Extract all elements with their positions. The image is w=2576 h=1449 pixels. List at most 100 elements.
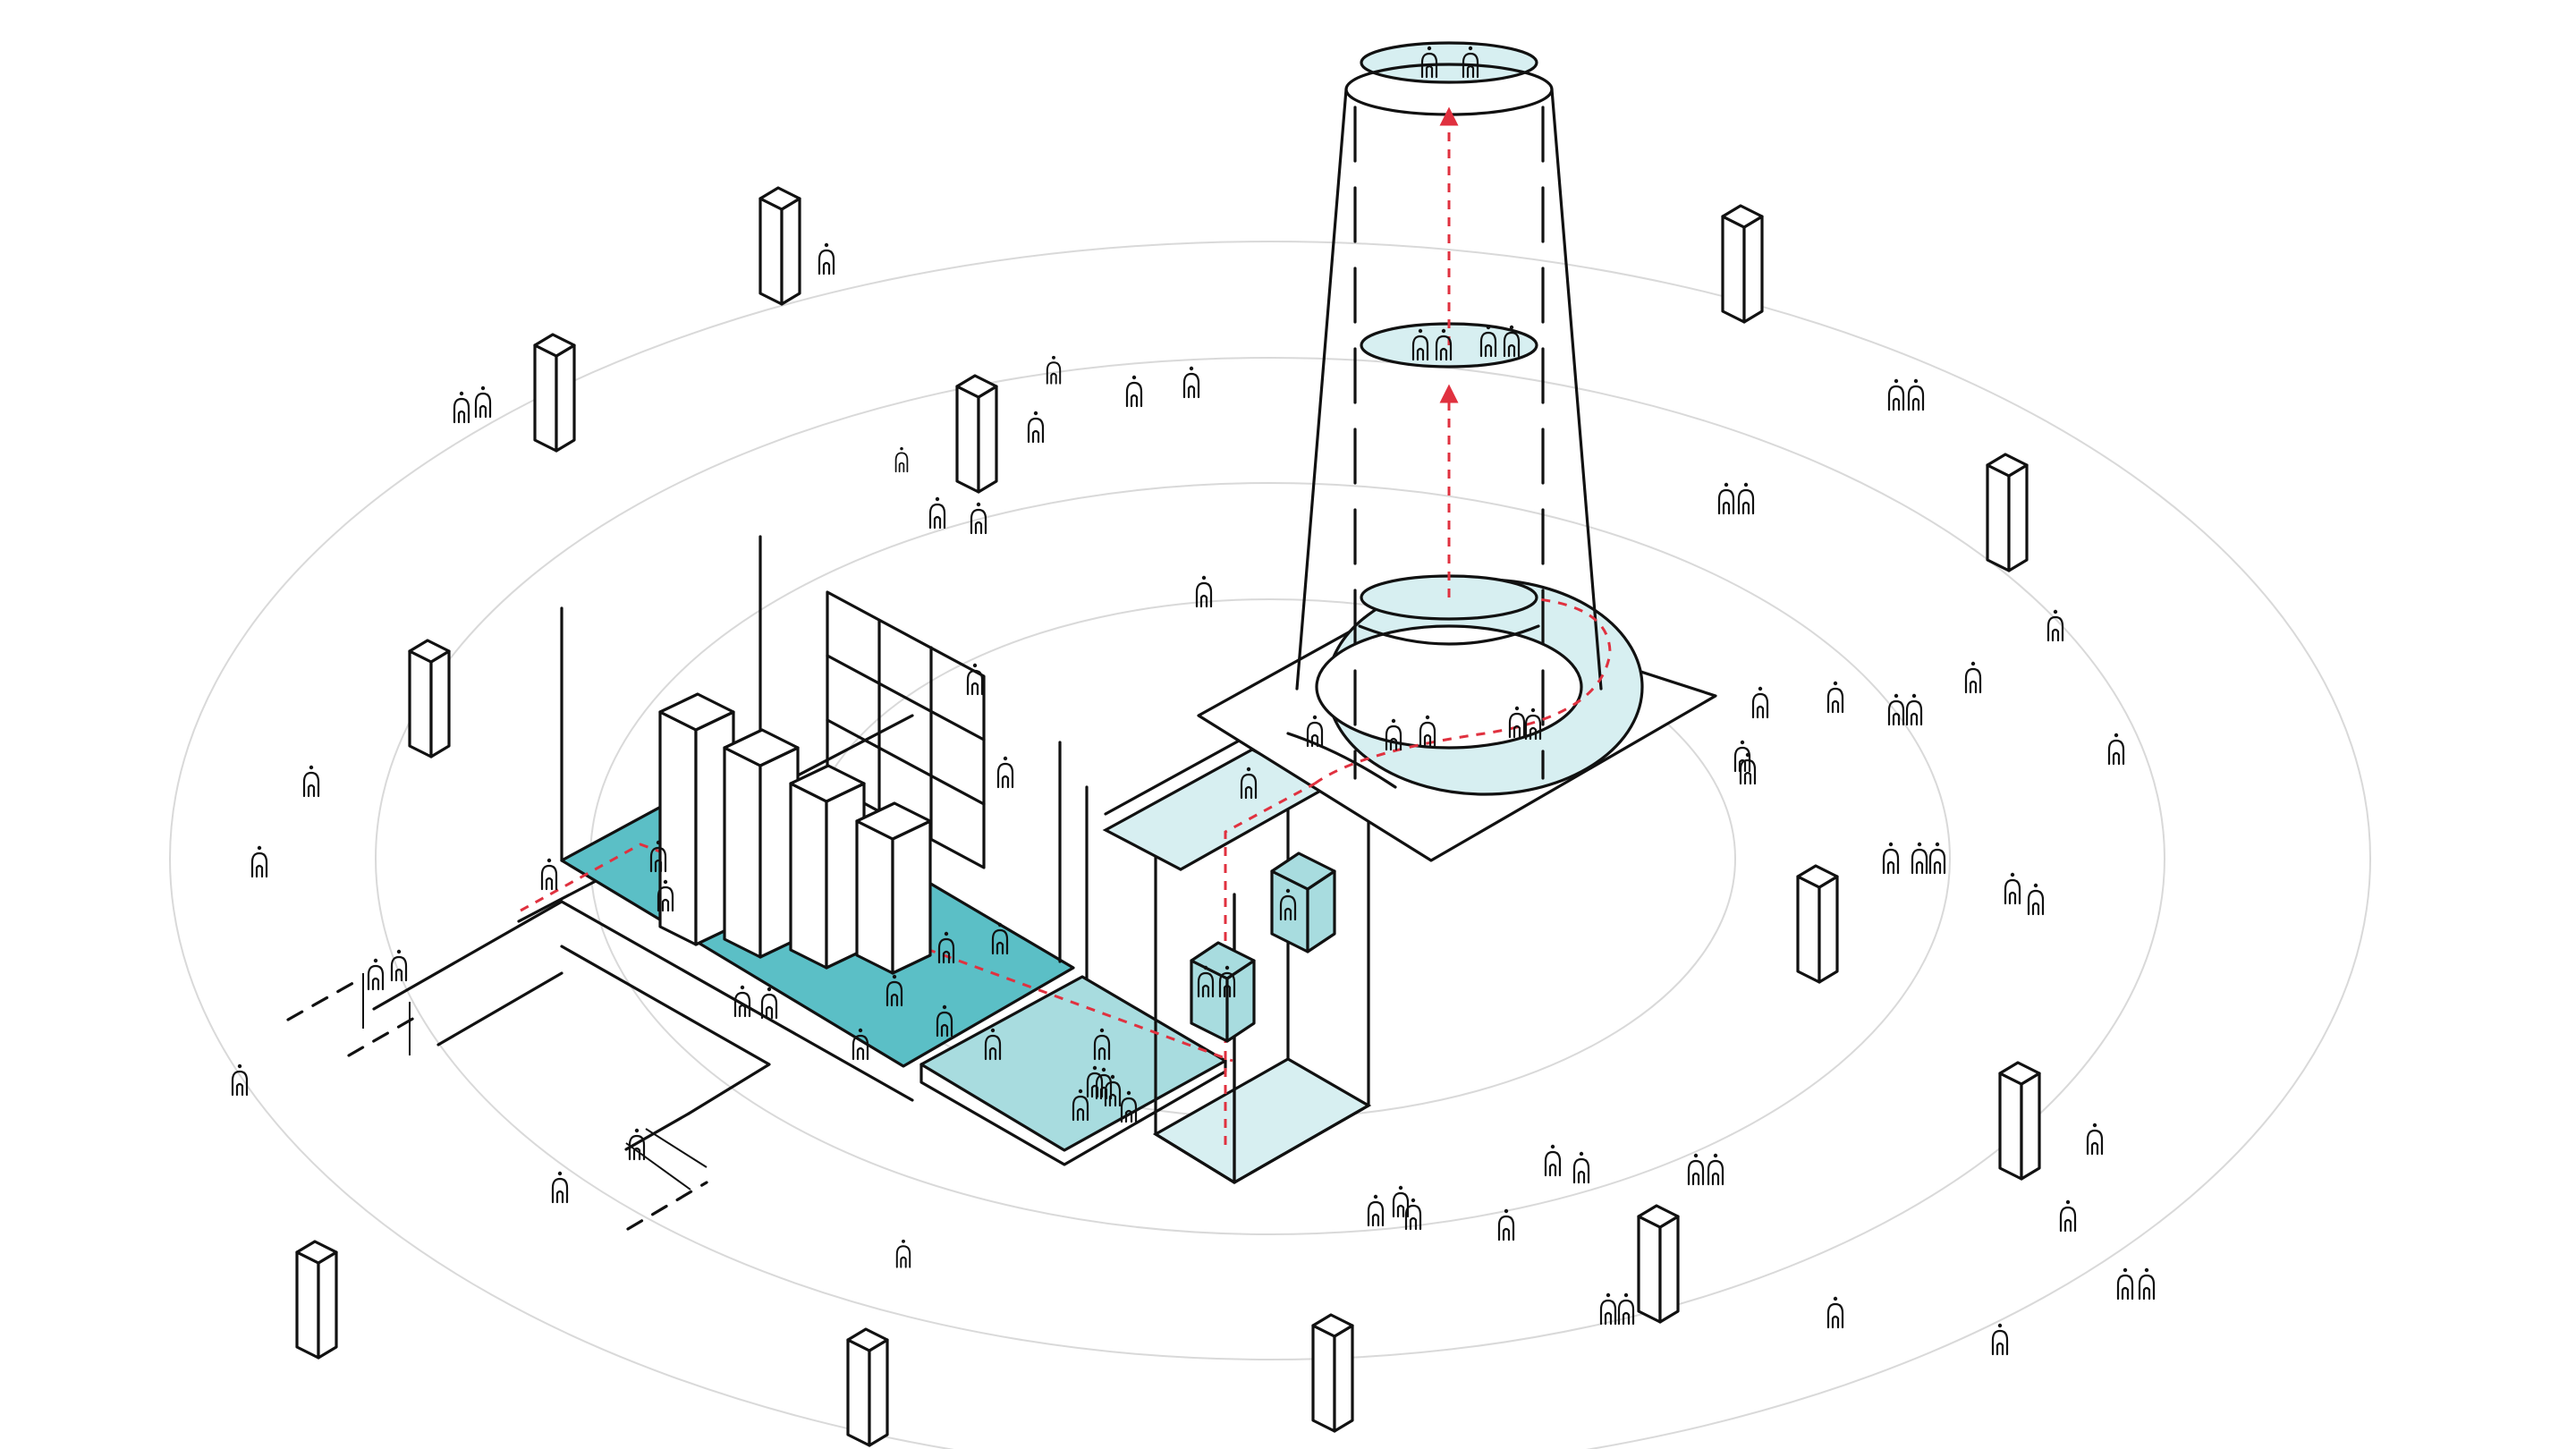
human-figure-icon: [1419, 715, 1436, 748]
ramp-inner: [1315, 624, 1583, 750]
human-figure-icon: [1435, 328, 1453, 361]
plaza-dimension: [645, 1128, 708, 1168]
pillar-group: [295, 186, 2041, 1447]
human-figure-icon: [1093, 1028, 1111, 1061]
human-figure-icon: [1095, 1067, 1113, 1100]
human-figure-icon: [657, 879, 674, 912]
window-transom: [826, 718, 986, 806]
tower-low-rim: [1358, 624, 1540, 646]
pillar-block-icon: [1796, 864, 1839, 984]
human-figure-icon: [1887, 693, 1905, 726]
human-figure-icon: [1195, 575, 1213, 608]
window-transom: [826, 654, 986, 741]
lobby-column: [789, 764, 866, 970]
tower-top-cap: [1360, 41, 1538, 84]
ground-rings: [169, 241, 2371, 1449]
human-figure-icon: [453, 391, 470, 424]
human-figure-icon: [1572, 1151, 1590, 1184]
human-figure-icon: [2027, 883, 2045, 916]
elevator-cabin: [1190, 941, 1256, 1043]
human-figure-icon: [390, 949, 408, 982]
pillar-block-icon: [295, 1240, 338, 1360]
human-figure-icon: [1599, 1292, 1617, 1326]
human-figure-icon: [649, 840, 667, 873]
plaza-edge: [560, 945, 771, 1115]
human-figure-icon: [996, 756, 1014, 789]
elevator-cabin: [1270, 852, 1336, 953]
pillar-block-icon: [1311, 1313, 1354, 1433]
human-figure-icon: [628, 1128, 646, 1161]
ground-ring: [169, 241, 2371, 1449]
tower-ramp: [1286, 578, 1644, 796]
human-figure-icon: [1733, 740, 1751, 773]
human-figure-icon: [1524, 708, 1542, 741]
tower-side: [1550, 88, 1603, 691]
human-figure-icon: [1826, 1296, 1844, 1329]
human-figure-icon: [1306, 715, 1324, 748]
human-figure-icon: [1717, 482, 1735, 515]
pillar-block-icon: [1998, 1061, 2041, 1181]
elevator-cabin-group: [1190, 852, 1336, 1043]
human-figure-icon: [1197, 965, 1215, 998]
tower-side: [1295, 88, 1348, 691]
plaza-edge: [372, 900, 564, 1011]
human-figure-icon: [1462, 46, 1479, 79]
plaza-edge: [560, 900, 914, 1102]
human-figure-icon: [1882, 842, 1900, 875]
human-figure-icon: [1072, 1089, 1089, 1122]
human-figure-icon: [1218, 965, 1236, 998]
human-figure-icon: [928, 496, 946, 530]
human-figure-icon: [2107, 733, 2125, 766]
human-figure-icon: [1964, 661, 1982, 694]
window-grid: [826, 590, 986, 869]
human-figure-icon: [1279, 888, 1297, 921]
human-figure-icon: [1991, 1323, 2009, 1356]
human-figure-icon: [1392, 1185, 1410, 1218]
plaza-edge: [624, 1112, 691, 1151]
human-figure-icon: [250, 845, 268, 878]
human-figure-icon: [733, 985, 751, 1018]
human-figure-icon: [2004, 872, 2021, 905]
human-figure-icon: [1027, 411, 1045, 444]
plaza-dash: [286, 979, 360, 1021]
human-figure-icon: [1737, 482, 1755, 515]
route-plaza: [520, 843, 1233, 1063]
human-figure-icon: [231, 1063, 249, 1097]
pillar-block-icon: [1721, 204, 1764, 324]
figure-group: [231, 46, 2156, 1356]
human-figure-icon: [1125, 375, 1143, 408]
human-figure-icon: [367, 958, 385, 991]
ramp-edge: [1286, 732, 1397, 789]
human-figure-icon: [1479, 325, 1497, 358]
human-figure-icon: [1751, 686, 1769, 719]
plaza-dash: [347, 1013, 422, 1057]
human-figure-icon: [2046, 609, 2064, 642]
human-figure-icon: [1420, 46, 1438, 79]
plaza-dimension: [625, 1142, 691, 1191]
pillar-block-icon: [846, 1327, 889, 1447]
pillar-block-icon: [408, 639, 451, 758]
human-figure-icon: [984, 1028, 1002, 1061]
human-figure-icon: [1240, 767, 1258, 800]
human-figure-icon: [966, 663, 984, 696]
human-figure-icon: [2086, 1123, 2104, 1156]
lobby-column: [723, 728, 800, 959]
human-figure-icon: [1905, 693, 1923, 726]
human-figure-icon: [2059, 1199, 2077, 1233]
human-figure-icon: [1385, 718, 1402, 751]
human-figure-icon: [936, 1004, 953, 1038]
human-figure-icon: [2116, 1267, 2134, 1301]
ground-ring: [375, 357, 2165, 1360]
pillar-block-icon: [533, 333, 576, 453]
human-figure-icon: [760, 987, 778, 1020]
human-figure-icon: [991, 922, 1009, 955]
human-figure-icon: [1739, 752, 1757, 785]
human-figure-icon: [895, 1239, 911, 1268]
human-figure-icon: [937, 931, 955, 964]
human-figure-icon: [1411, 328, 1429, 361]
human-figure-icon: [1617, 1292, 1635, 1326]
human-figure-icon: [1503, 325, 1521, 358]
human-figure-icon: [1046, 355, 1062, 385]
human-figure-icon: [474, 386, 492, 419]
